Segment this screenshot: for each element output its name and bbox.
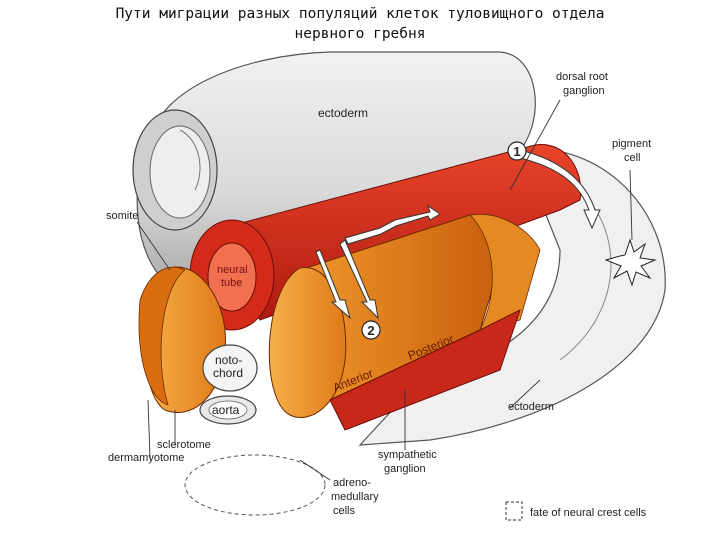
pathway-marker-2: 2 bbox=[361, 320, 381, 340]
label-sclerotome: sclerotome bbox=[157, 439, 211, 451]
page-title: Пути миграции разных популяций клеток ту… bbox=[0, 4, 720, 44]
label-aorta: aorta bbox=[212, 403, 240, 417]
label-dermamyotome: dermamyotome bbox=[108, 452, 184, 464]
title-line-2: нервного гребня bbox=[294, 26, 426, 42]
label-sympathetic-2: ganglion bbox=[384, 463, 426, 475]
pathway-marker-1: 1 bbox=[507, 141, 527, 161]
label-neural-1: neural bbox=[217, 264, 248, 276]
notochord bbox=[202, 344, 258, 392]
label-noto-2: chord bbox=[213, 366, 243, 380]
label-pigment-2: cell bbox=[624, 152, 641, 164]
label-adreno-3: cells bbox=[333, 505, 356, 517]
label-sympathetic-1: sympathetic bbox=[378, 449, 437, 461]
label-adreno-1: adreno- bbox=[333, 477, 371, 489]
label-adreno-2: medullary bbox=[331, 491, 379, 503]
pathway-marker-2-label: 2 bbox=[367, 323, 374, 338]
label-ectoderm-top: ectoderm bbox=[318, 106, 368, 120]
label-dorsal-root-1: dorsal root bbox=[556, 71, 608, 83]
label-noto-1: noto- bbox=[215, 353, 242, 367]
adrenal-dashed-region bbox=[184, 454, 326, 516]
label-neural-2: tube bbox=[221, 277, 242, 289]
title-line-1: Пути миграции разных популяций клеток ту… bbox=[115, 6, 605, 22]
label-somite: somite bbox=[106, 210, 138, 222]
label-pigment-1: pigment bbox=[612, 138, 651, 150]
leader-lines bbox=[136, 99, 633, 481]
pathway-marker-1-label: 1 bbox=[513, 144, 520, 159]
legend: fate of neural crest cells bbox=[505, 501, 647, 521]
pigment-cell bbox=[604, 238, 657, 287]
label-ectoderm-bottom: ectoderm bbox=[508, 401, 554, 413]
aorta bbox=[199, 395, 257, 425]
anterior-posterior-band bbox=[329, 309, 521, 431]
legend-swatch bbox=[505, 501, 523, 521]
legend-label: fate of neural crest cells bbox=[530, 507, 647, 519]
label-dorsal-root-2: ganglion bbox=[563, 85, 605, 97]
